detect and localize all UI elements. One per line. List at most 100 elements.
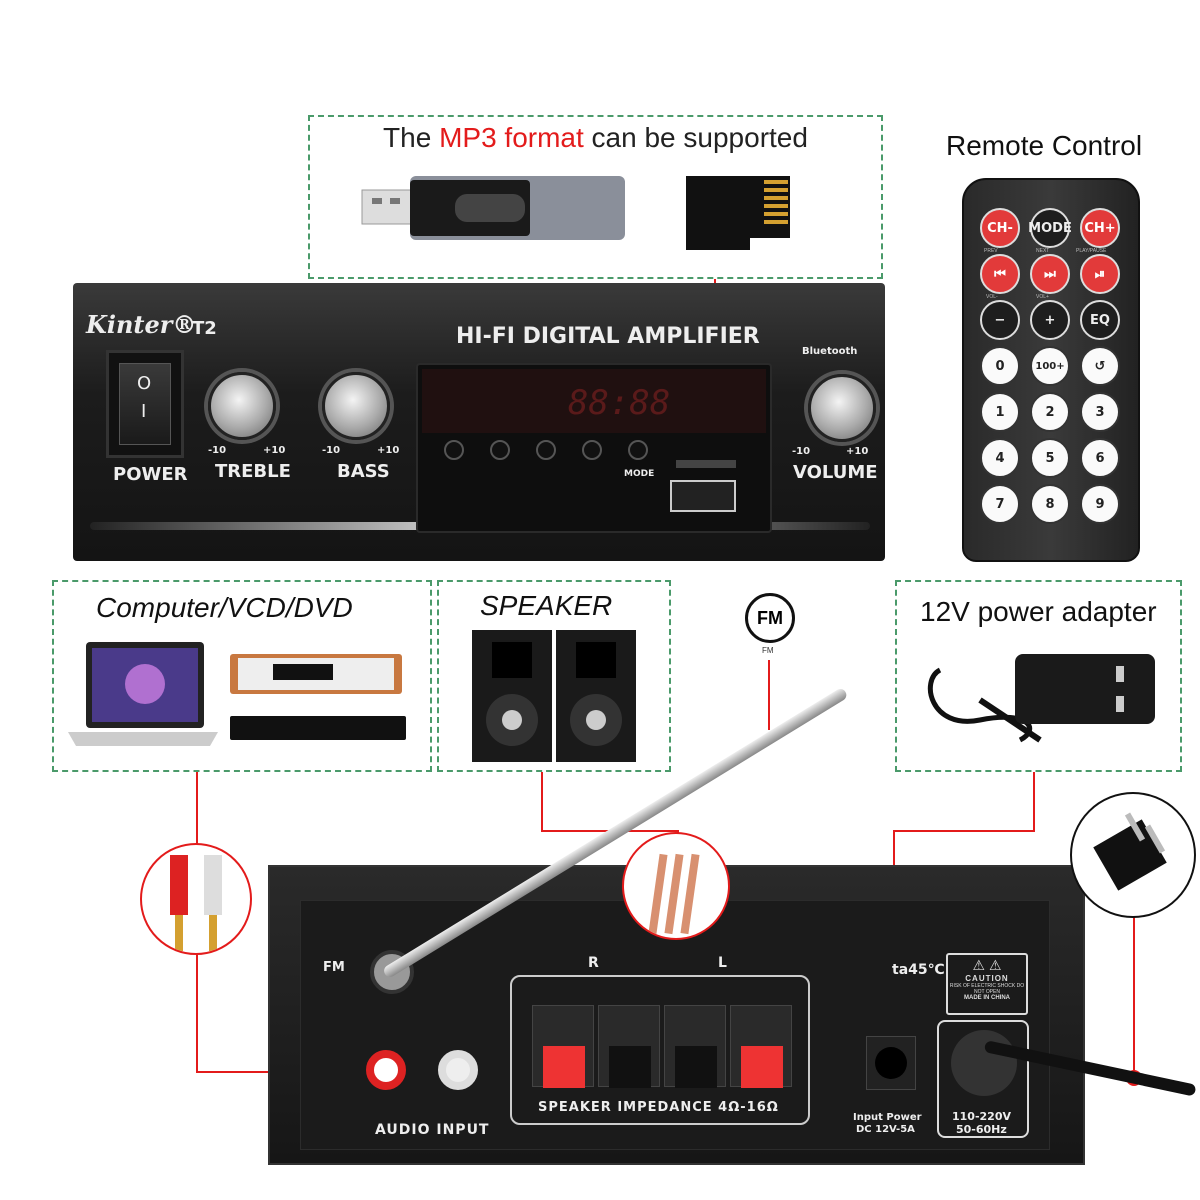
audio-input-right-jack[interactable] <box>438 1050 478 1090</box>
play-pause-button[interactable] <box>536 440 556 460</box>
input-power-label: Input Power <box>853 1112 922 1123</box>
caution-label: ⚠ ⚠ CAUTION RISK OF ELECTRIC SHOCK DO NO… <box>946 953 1028 1015</box>
remote-sublabel: NEXT <box>1036 248 1050 254</box>
power-adapter-image <box>927 654 1155 743</box>
speakers-image <box>472 630 636 762</box>
bass-label: BASS <box>337 461 390 482</box>
volume-label: VOLUME <box>793 462 878 483</box>
ac-power-inlet <box>937 1020 1029 1138</box>
dc-rating-label: DC 12V-5A <box>856 1124 915 1135</box>
ac-frequency-label: 50-60Hz <box>956 1123 1007 1136</box>
next-button[interactable] <box>582 440 602 460</box>
power-switch[interactable]: O I <box>106 350 184 458</box>
ac-voltage-label: 110-220V <box>952 1110 1012 1123</box>
speaker-wire-detail <box>622 832 730 940</box>
remote-button-digit-7[interactable]: 7 <box>980 484 1020 524</box>
remote-button-return[interactable]: ↺ <box>1080 346 1120 386</box>
remote-sublabel: PLAY/PAUSE <box>1076 248 1107 254</box>
speaker-terminal-l-minus[interactable] <box>664 1005 726 1088</box>
rca-plugs-detail <box>140 843 252 955</box>
laptop-and-players-image <box>68 642 406 746</box>
remote-title: Remote Control <box>946 130 1143 161</box>
remote-sublabel: PREV <box>984 248 998 254</box>
treble-max: +10 <box>263 445 286 456</box>
speaker-impedance-label: SPEAKER IMPEDANCE 4Ω-16Ω <box>538 1100 779 1115</box>
power-on-mark: O <box>137 373 152 394</box>
title-highlight: MP3 format <box>439 122 584 153</box>
fm-sublabel: FM <box>762 646 774 655</box>
speaker-terminal-r-plus[interactable] <box>532 1005 594 1088</box>
remote-button-digit-9[interactable]: 9 <box>1080 484 1120 524</box>
temperature-label: ta45℃ <box>892 962 945 978</box>
remote-button-vol-minus[interactable]: − <box>980 300 1020 340</box>
remote-button-digit-3[interactable]: 3 <box>1080 392 1120 432</box>
mode-label: MODE <box>624 469 655 479</box>
bass-max: +10 <box>377 445 400 456</box>
title-prefix: The <box>383 122 440 153</box>
audio-input-left-jack[interactable] <box>366 1050 406 1090</box>
adapter-title: 12V power adapter <box>920 596 1157 627</box>
speaker-box <box>437 580 671 772</box>
bass-knob[interactable] <box>322 372 390 440</box>
bluetooth-label: Bluetooth <box>802 346 858 357</box>
speaker-terminal-l-plus[interactable] <box>730 1005 792 1088</box>
remote-button-eq[interactable]: EQ <box>1080 300 1120 340</box>
treble-min: -10 <box>208 445 227 456</box>
caution-text: CAUTION <box>965 974 1009 983</box>
remote-button-digit-5[interactable]: 5 <box>1030 438 1070 478</box>
mode-button[interactable] <box>628 440 648 460</box>
made-in-label: MADE IN CHINA <box>964 995 1010 1001</box>
adapter-box <box>895 580 1182 772</box>
volume-knob[interactable] <box>808 374 876 442</box>
dc-power-jack[interactable] <box>866 1036 916 1090</box>
audio-input-label: AUDIO INPUT <box>375 1122 490 1138</box>
computer-box <box>52 580 432 772</box>
speaker-terminal-block <box>510 975 810 1125</box>
led-display: 88:88 <box>568 383 671 423</box>
model-label: T2 <box>192 318 217 339</box>
mp3-support-box <box>308 115 883 279</box>
treble-knob[interactable] <box>208 372 276 440</box>
computer-title: Computer/VCD/DVD <box>96 592 353 623</box>
sd-card-image <box>686 176 790 250</box>
speaker-terminal-r-minus[interactable] <box>598 1005 660 1088</box>
ac-plug-detail <box>1070 792 1196 918</box>
remote-button-prev[interactable]: ⏮ <box>980 254 1020 294</box>
amplifier-title: HI-FI DIGITAL AMPLIFIER <box>456 324 760 349</box>
fm-icon: FM <box>745 593 795 643</box>
remote-button-digit-0[interactable]: 0 <box>980 346 1020 386</box>
caution-subtext: RISK OF ELECTRIC SHOCK DO NOT OPEN <box>949 983 1025 995</box>
volume-min: -10 <box>792 446 811 457</box>
brand-logo: Kinter® <box>86 310 197 339</box>
remote-button-digit-1[interactable]: 1 <box>980 392 1020 432</box>
remote-button-ch-minus[interactable]: CH- <box>980 208 1020 248</box>
remote-button-ch-plus[interactable]: CH+ <box>1080 208 1120 248</box>
title-suffix: can be supported <box>583 122 808 153</box>
remote-sublabel: VOL- <box>986 294 998 300</box>
remote-button-next[interactable]: ⏭ <box>1030 254 1070 294</box>
left-channel-label: L <box>718 955 727 971</box>
speaker-title: SPEAKER <box>480 590 613 621</box>
volume-max: +10 <box>846 446 869 457</box>
mp3-support-title: The MP3 format can be supported <box>308 122 883 154</box>
remote-button-digit-6[interactable]: 6 <box>1080 438 1120 478</box>
remote-button-vol-plus[interactable]: + <box>1030 300 1070 340</box>
rear-fm-label: FM <box>323 960 345 975</box>
sd-slot[interactable] <box>676 460 736 468</box>
bass-min: -10 <box>322 445 341 456</box>
remote-button-digit-100-plus[interactable]: 100+ <box>1030 346 1070 386</box>
remote-button-digit-2[interactable]: 2 <box>1030 392 1070 432</box>
standby-button[interactable] <box>444 440 464 460</box>
remote-button-digit-8[interactable]: 8 <box>1030 484 1070 524</box>
remote-button-play-pause[interactable]: ⏯ <box>1080 254 1120 294</box>
treble-label: TREBLE <box>215 461 291 482</box>
right-channel-label: R <box>588 955 599 971</box>
prev-button[interactable] <box>490 440 510 460</box>
remote-sublabel: VOL+ <box>1036 294 1049 300</box>
remote-button-digit-4[interactable]: 4 <box>980 438 1020 478</box>
usb-port[interactable] <box>670 480 736 512</box>
power-off-mark: I <box>141 401 147 422</box>
remote-button-mode[interactable]: MODE <box>1028 208 1072 248</box>
power-label: POWER <box>113 464 188 485</box>
usb-drive-image <box>361 176 625 240</box>
